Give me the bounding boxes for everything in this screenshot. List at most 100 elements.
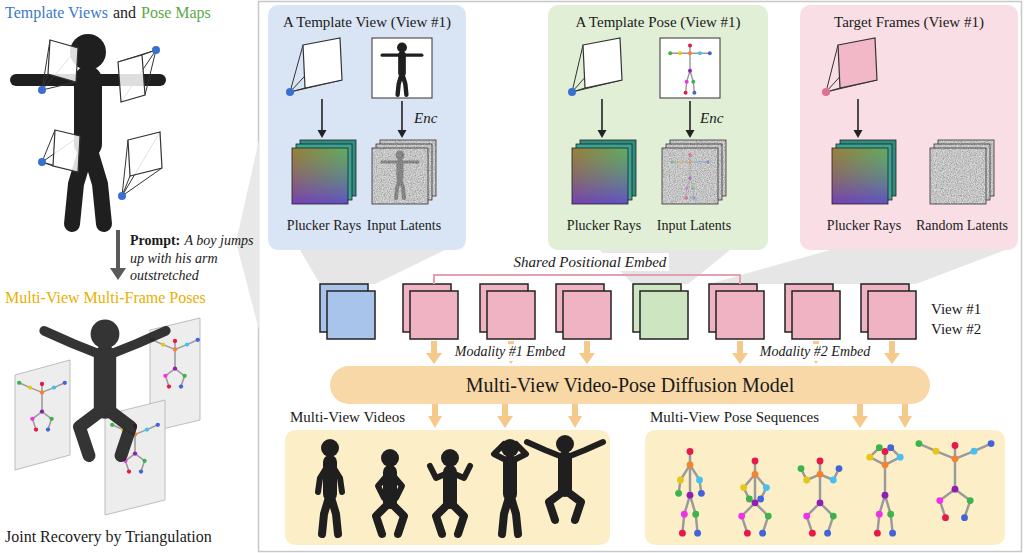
skeleton-joint: [740, 484, 747, 491]
arrow-shaft: [902, 404, 908, 416]
output-videos-panel: Multi-View Videos: [285, 430, 610, 545]
skeleton-joint: [668, 51, 672, 55]
skeleton-joint: [691, 186, 695, 190]
skeleton-joint: [182, 374, 186, 378]
frustum-edge: [572, 88, 585, 92]
camera-frustum: [118, 46, 160, 102]
skeleton-bone: [820, 503, 833, 516]
skeleton-joint: [817, 499, 824, 506]
skeleton-joint: [988, 440, 995, 447]
skeleton-joint: [692, 196, 696, 200]
skeleton-joint: [759, 530, 766, 537]
latent-border: [666, 144, 722, 200]
panel-heading: A Template View (View #1): [271, 13, 463, 31]
skeleton-bone: [828, 516, 834, 533]
skeleton-bone: [974, 444, 991, 452]
map-gradient: [832, 148, 888, 204]
skeleton-joint: [706, 160, 710, 164]
skeleton-bone: [884, 465, 886, 495]
camera-center: [822, 88, 830, 96]
skeleton-bone: [689, 452, 691, 465]
figure-leg: [72, 144, 88, 224]
skeleton-bone: [690, 495, 696, 514]
frustum-edge: [290, 45, 303, 92]
skeleton-joint: [173, 339, 177, 343]
embed-label: Shared Positional Embed: [511, 253, 670, 271]
skeleton-joint: [684, 91, 688, 95]
image-plane: [118, 55, 145, 102]
skeleton-bone: [54, 383, 65, 388]
skeleton-bone: [820, 474, 833, 480]
token-front: [640, 291, 688, 339]
skeleton-bone: [877, 514, 879, 533]
skeleton-bone: [742, 503, 755, 516]
skeleton-joint: [952, 455, 959, 462]
arrow-head: [110, 268, 126, 280]
latent-border: [372, 148, 428, 204]
skeleton-joint: [679, 160, 683, 164]
frustum-edge: [142, 50, 156, 55]
skeleton-joint: [830, 513, 837, 520]
figure-arm: [390, 472, 402, 498]
skeleton-bone: [761, 488, 767, 499]
token-back: [480, 284, 528, 332]
arrow: [110, 230, 126, 280]
skeleton-bone: [48, 419, 52, 430]
plucker-rays-map: [572, 140, 636, 204]
skeleton-joint: [34, 427, 38, 431]
skeleton-bone: [940, 501, 946, 518]
projection-plane: [150, 318, 200, 432]
skeleton-bone: [125, 461, 129, 472]
heading-part: and: [113, 3, 136, 23]
skeleton-bone: [690, 465, 700, 480]
map-layer: [576, 144, 632, 200]
figure-torso: [383, 472, 397, 502]
latent-border: [938, 140, 994, 196]
panel-heading: Target Frames (View #1): [804, 13, 1014, 31]
frustum-edge: [122, 168, 162, 196]
skeleton-joint: [830, 477, 837, 484]
human-figure: [430, 449, 470, 534]
frustum-edge: [572, 38, 620, 92]
camera-center: [568, 88, 576, 96]
token-front: [563, 291, 611, 339]
panel-heading: Multi-View Pose Sequences: [650, 408, 819, 426]
figure-head: [70, 34, 106, 70]
skeleton-joint: [876, 511, 883, 518]
skeleton-bone: [744, 488, 750, 499]
figure-arm: [494, 444, 510, 462]
skeleton-bone: [754, 461, 756, 474]
skeleton-bone: [134, 434, 136, 453]
skeleton-joint: [110, 423, 114, 427]
skeleton-joint: [127, 469, 131, 473]
skeleton-joint: [675, 490, 682, 497]
camera-center: [286, 88, 294, 96]
skeleton-joint: [49, 417, 53, 421]
latent-noise: [670, 140, 726, 196]
skeleton-joint: [694, 530, 701, 537]
arrow-shaft: [572, 404, 578, 416]
skeleton-joint: [52, 385, 56, 389]
figure-leg: [549, 490, 565, 520]
text-group: Template ViewsandPose Maps: [5, 3, 305, 23]
skeleton-joint: [798, 465, 805, 472]
figure-head: [501, 439, 519, 457]
plucker-rays-map: [292, 140, 356, 204]
skeleton-bone: [833, 469, 839, 480]
arrow-shaft: [689, 101, 691, 130]
skeleton-joint: [40, 409, 44, 413]
frustum-edge: [42, 136, 80, 162]
skeleton-joint: [40, 382, 44, 386]
skeleton-bone: [885, 495, 891, 514]
map-layer: [840, 140, 896, 196]
human-figure: [318, 439, 342, 534]
skeleton-bone: [32, 419, 36, 430]
camera-frustum: [568, 38, 622, 96]
skeleton-joint: [687, 448, 694, 455]
skeleton-joint: [133, 424, 137, 428]
figure-head: [91, 320, 120, 349]
frustum-edge: [122, 176, 130, 196]
figure-arm: [400, 161, 418, 164]
figure-leg: [390, 502, 404, 534]
skeleton-bone: [175, 345, 187, 350]
